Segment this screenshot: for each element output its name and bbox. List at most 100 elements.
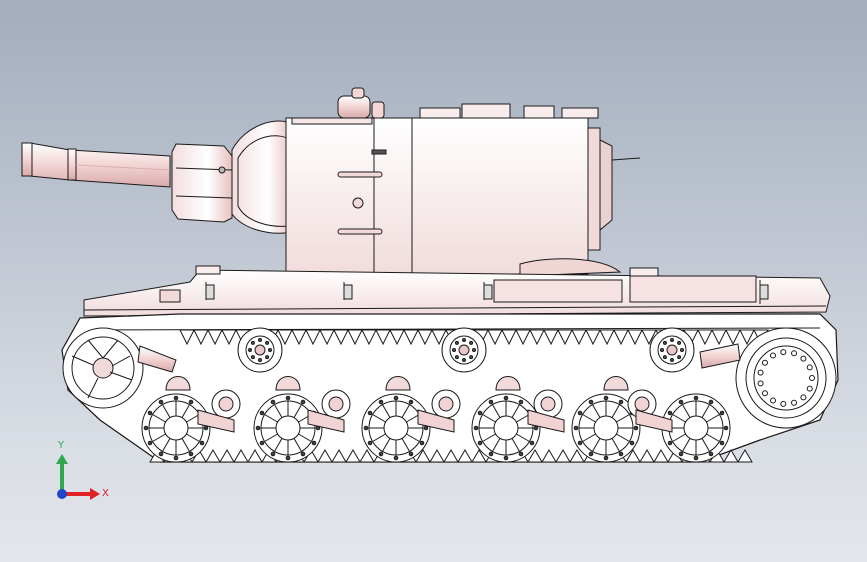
track-tooth bbox=[501, 329, 517, 346]
track-tooth bbox=[653, 449, 669, 463]
track-tooth bbox=[291, 329, 307, 346]
suspension-arm bbox=[495, 376, 521, 391]
small-wheel bbox=[627, 389, 657, 419]
hull bbox=[83, 265, 831, 317]
track-tooth bbox=[457, 449, 473, 463]
return-roller bbox=[649, 327, 695, 373]
track-tooth bbox=[569, 449, 585, 463]
road-wheel bbox=[141, 393, 211, 463]
track-tooth bbox=[221, 329, 237, 346]
suspension-link bbox=[527, 409, 565, 433]
track-tooth bbox=[207, 329, 223, 346]
return-roller bbox=[441, 327, 487, 373]
turret bbox=[285, 87, 641, 275]
track-tooth bbox=[359, 449, 375, 463]
y-axis-label: Y bbox=[58, 440, 65, 451]
sprocket-bolt bbox=[757, 369, 764, 376]
track-tooth bbox=[737, 449, 753, 463]
road-wheels bbox=[141, 393, 731, 463]
road-wheel bbox=[571, 393, 641, 463]
road-wheel bbox=[471, 393, 541, 463]
road-wheel bbox=[253, 393, 323, 463]
suspension-arm bbox=[385, 376, 411, 391]
track-tooth bbox=[345, 449, 361, 463]
idler-wheel bbox=[62, 327, 177, 409]
suspension-link bbox=[417, 409, 455, 433]
gun-mantlet bbox=[171, 120, 293, 234]
track-teeth-bottom bbox=[149, 449, 753, 463]
track-tooth bbox=[725, 329, 741, 346]
road-wheel bbox=[361, 393, 431, 463]
suspension-arm bbox=[603, 376, 629, 391]
track-tooth bbox=[543, 329, 559, 346]
track-tooth bbox=[347, 329, 363, 346]
suspension-link bbox=[197, 409, 235, 433]
track-tooth bbox=[247, 449, 263, 463]
turret-ring bbox=[519, 258, 622, 277]
track-tooth bbox=[639, 449, 655, 463]
z-axis-dot bbox=[57, 489, 67, 499]
return-rollers bbox=[237, 327, 695, 373]
track-tooth bbox=[415, 449, 431, 463]
track-tooth bbox=[585, 329, 601, 346]
small-wheel bbox=[321, 389, 351, 419]
sprocket-bolt bbox=[800, 355, 807, 362]
track-tooth bbox=[193, 329, 209, 346]
track-tooth bbox=[333, 329, 349, 346]
track-tooth bbox=[487, 329, 503, 346]
suspension-link bbox=[635, 409, 673, 433]
suspension-arm bbox=[275, 376, 301, 391]
track-tooth bbox=[443, 449, 459, 463]
track-tooth bbox=[641, 329, 657, 346]
sprocket-bolt bbox=[809, 375, 815, 381]
sprocket-bolt bbox=[800, 394, 807, 401]
track-tooth bbox=[429, 449, 445, 463]
track-tooth bbox=[571, 329, 587, 346]
track-tooth bbox=[529, 329, 545, 346]
small-wheels bbox=[211, 389, 657, 419]
track-tooth bbox=[613, 329, 629, 346]
road-wheel bbox=[661, 393, 731, 463]
track-tooth bbox=[515, 329, 531, 346]
suspension-arms bbox=[165, 376, 673, 433]
sprocket-bolt bbox=[780, 400, 787, 407]
small-wheel bbox=[533, 389, 563, 419]
sprocket-bolt bbox=[761, 390, 768, 397]
track-tooth bbox=[627, 329, 643, 346]
track-tooth bbox=[179, 329, 195, 346]
track-tooth bbox=[697, 329, 713, 346]
sprocket-bolt bbox=[806, 364, 813, 371]
coordinate-triad: Y X bbox=[40, 436, 120, 516]
track-tooth bbox=[625, 449, 641, 463]
track-tooth bbox=[555, 449, 571, 463]
x-axis-label: X bbox=[102, 488, 109, 499]
suspension-arm bbox=[165, 376, 191, 391]
sprocket-bolt bbox=[761, 359, 768, 366]
track-tooth bbox=[557, 329, 573, 346]
track-tooth bbox=[599, 329, 615, 346]
track-tooth bbox=[219, 449, 235, 463]
track-tooth bbox=[739, 329, 755, 346]
track-tooth bbox=[317, 449, 333, 463]
gun-barrel bbox=[21, 142, 171, 188]
suspension-link bbox=[307, 409, 345, 433]
track-tooth bbox=[403, 329, 419, 346]
sprocket-bolt bbox=[770, 352, 776, 359]
sprocket-bolt bbox=[757, 380, 764, 387]
sprocket-bolt bbox=[791, 399, 798, 406]
track-tooth bbox=[711, 329, 727, 346]
track-tooth bbox=[375, 329, 391, 346]
sprocket-bolt bbox=[780, 349, 787, 356]
axis-arrows bbox=[56, 454, 100, 500]
track-tooth bbox=[431, 329, 447, 346]
drive-sprocket bbox=[699, 327, 837, 429]
track-tooth bbox=[233, 449, 249, 463]
small-wheel bbox=[431, 389, 461, 419]
track-tooth bbox=[417, 329, 433, 346]
return-roller bbox=[237, 327, 283, 373]
sprocket-bolt bbox=[770, 397, 776, 404]
track-tooth bbox=[527, 449, 543, 463]
track-tooth bbox=[723, 449, 739, 463]
